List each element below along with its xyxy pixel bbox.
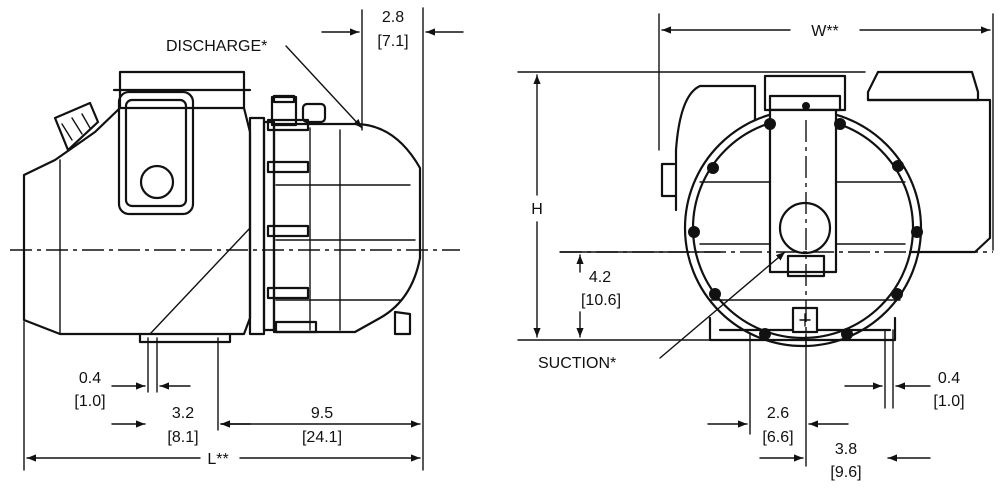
side-extension-lines xyxy=(23,7,424,471)
front-extension-lines xyxy=(517,13,994,467)
pump-volute xyxy=(266,118,422,336)
front-motor xyxy=(660,70,992,254)
dim-center-offset-left-in: 2.6 xyxy=(767,405,789,422)
dim-side-foot-width-in: 0.4 xyxy=(79,370,101,387)
dim-center-offset-right-mm: [9.6] xyxy=(830,464,861,481)
dim-center-offset-left-mm: [6.6] xyxy=(762,429,793,446)
suction-label: SUCTION* xyxy=(538,355,616,372)
front-view: W** H 4.2 [10.6] SUCTION* 0.4 [1.0] 2.6 … xyxy=(517,13,994,481)
dim-foot-to-discharge-in: 9.5 xyxy=(311,405,333,422)
dim-width-label: W** xyxy=(811,23,839,40)
dim-foot-spacing-mm: [8.1] xyxy=(167,429,198,446)
front-bolts xyxy=(688,102,923,340)
dim-suction-height-mm: [10.6] xyxy=(581,292,621,309)
dim-height-label: H xyxy=(531,201,543,218)
dim-discharge-offset-in: 2.8 xyxy=(382,9,404,26)
dim-length-label: L** xyxy=(207,451,228,468)
side-view: L** 2.8 [7.1] DISCHARGE* 0.4 [1.0] 3.2 [… xyxy=(10,7,464,471)
dim-foot-spacing-in: 3.2 xyxy=(172,405,194,422)
dim-center-offset-right-in: 3.8 xyxy=(835,441,857,458)
dim-front-foot-width-mm: [1.0] xyxy=(933,393,964,410)
dim-suction-height-in: 4.2 xyxy=(589,269,611,286)
dim-side-foot-width-mm: [1.0] xyxy=(74,393,105,410)
motor-housing xyxy=(22,70,252,344)
discharge-label: DISCHARGE* xyxy=(166,38,267,55)
dim-foot-to-discharge-mm: [24.1] xyxy=(302,429,342,446)
dim-front-foot-width-in: 0.4 xyxy=(938,370,960,387)
front-volute xyxy=(683,74,923,348)
bolt-row xyxy=(266,118,318,334)
dim-discharge-offset-mm: [7.1] xyxy=(377,33,408,50)
